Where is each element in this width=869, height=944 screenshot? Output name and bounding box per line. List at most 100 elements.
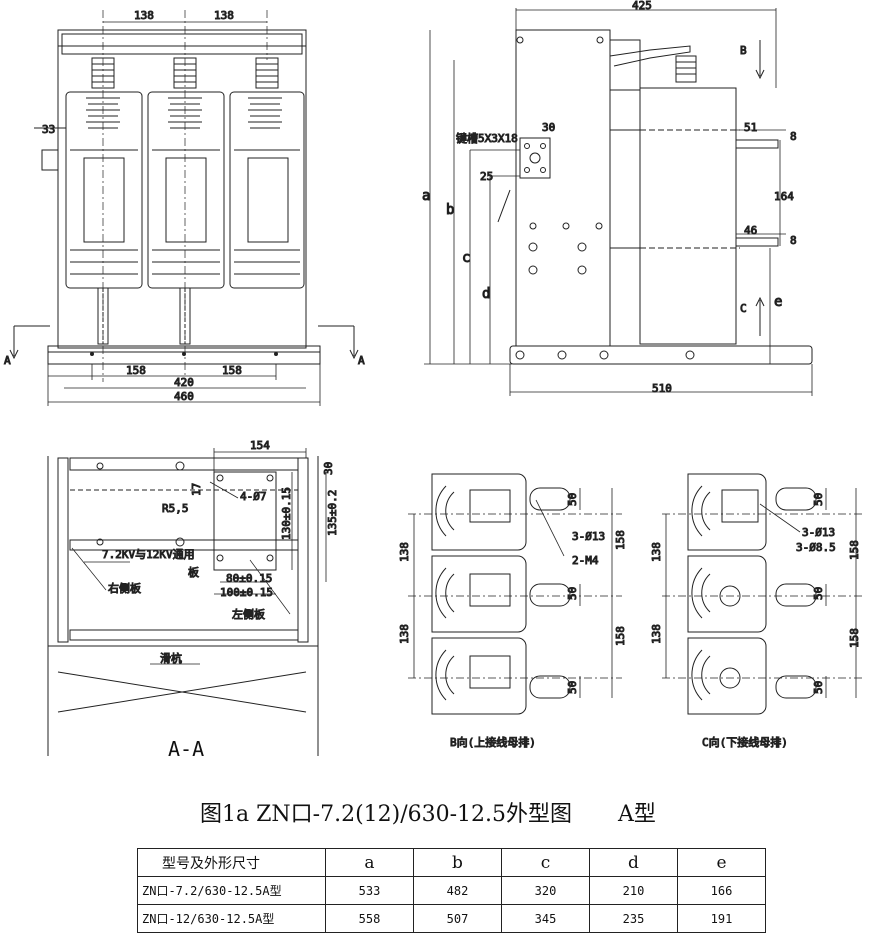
view-c-title: C向(下接线母排) — [702, 735, 788, 749]
table-cell: 210 — [589, 876, 678, 905]
front-centre-lines — [102, 10, 268, 382]
aa-dim-17: 17 — [190, 483, 203, 496]
side-dim-46: 46 — [744, 224, 757, 237]
table-cell: 345 — [501, 904, 590, 933]
front-dim-33: 33 — [42, 123, 55, 136]
front-view: 138 138 33 158 158 420 460 A A — [4, 9, 366, 406]
side-dim-425: 425 — [632, 0, 652, 12]
view-b-dim-158a: 158 — [614, 530, 627, 550]
section-aa-view: 154 30 135±0.2 130±0.15 80±0.15 100±0.15… — [47, 439, 340, 761]
table-header: a — [325, 848, 414, 877]
caption-main: 图1a ZN口-7.2(12)/630-12.5外型图 — [200, 802, 573, 827]
aa-dim-154: 154 — [250, 439, 270, 452]
table-header: c — [501, 848, 590, 877]
view-c-dim-50a: 50 — [812, 493, 825, 506]
front-insulators — [86, 91, 282, 129]
view-b-dim-158b: 158 — [614, 626, 627, 646]
view-b-dim-50b: 50 — [566, 587, 579, 600]
aa-label-holes: 4-Ø7 — [240, 490, 267, 503]
aa-label-ban: 板 — [188, 565, 199, 579]
side-view-b: B — [740, 44, 747, 57]
view-b-dim-50a: 50 — [566, 493, 579, 506]
front-dim-158-left: 158 — [126, 364, 146, 377]
view-b-dimensions — [413, 488, 613, 698]
table-cell: 507 — [413, 904, 502, 933]
side-dim-8b: 8 — [790, 234, 797, 247]
caption-type: A型 — [618, 802, 656, 827]
front-push-rods — [97, 287, 191, 345]
side-dim-25: 25 — [480, 170, 493, 183]
view-b-centre-lines — [408, 513, 622, 679]
view-c-dim-138b: 138 — [650, 624, 663, 644]
table-header: 型号及外形尺寸 — [137, 848, 326, 877]
front-interrupters — [70, 149, 300, 275]
table-row: ZN口-7.2/630-12.5A型 533 482 320 210 166 — [137, 876, 766, 905]
table-cell: 235 — [589, 904, 678, 933]
side-dim-510: 510 — [652, 382, 672, 395]
side-base-bolts — [515, 350, 695, 360]
aa-dim-100: 100±0.15 — [220, 586, 273, 599]
front-dim-138-left: 138 — [134, 9, 154, 22]
table-cell: 533 — [325, 876, 414, 905]
view-c-dim-158b: 158 — [848, 628, 861, 648]
front-section-A-left: A — [4, 354, 11, 367]
front-dim-420: 420 — [174, 376, 194, 389]
table-header: d — [589, 848, 678, 877]
view-b-dim-138a: 138 — [398, 542, 411, 562]
aa-title: A-A — [168, 737, 204, 761]
side-dimensions — [424, 8, 813, 396]
technical-drawing: 138 138 33 158 158 420 460 A A — [4, 0, 862, 761]
view-b-label-holes: 3-Ø13 — [572, 530, 605, 543]
table-cell: 191 — [677, 904, 766, 933]
view-c-dim-50c: 50 — [812, 681, 825, 694]
view-c-dim-50b: 50 — [812, 587, 825, 600]
view-c: 138 138 158 158 50 50 50 3-Ø13 3-Ø8.5 C向… — [650, 473, 862, 750]
side-dim-30: 30 — [542, 121, 555, 134]
aa-label-left-plate: 左侧板 — [232, 607, 265, 621]
table-header: b — [413, 848, 502, 877]
view-c-label-holes: 3-Ø13 — [802, 526, 835, 539]
view-c-bars — [687, 473, 817, 715]
view-c-label-holes2: 3-Ø8.5 — [796, 541, 836, 554]
side-letter-d: d — [482, 286, 490, 302]
front-section-markers — [9, 325, 359, 360]
table-row: ZN口-12/630-12.5A型 558 507 345 235 191 — [137, 904, 766, 933]
aa-label-r55: R5,5 — [162, 502, 189, 515]
side-view-c: C — [740, 302, 747, 315]
aa-label-kv: 7.2KV与12KV通用 — [102, 548, 195, 561]
figure-caption: 图1a ZN口-7.2(12)/630-12.5外型图 A型 — [200, 796, 656, 828]
view-b-dim-138b: 138 — [398, 624, 411, 644]
view-b-label-m4: 2-M4 — [572, 554, 599, 567]
side-letter-e: e — [774, 294, 782, 310]
aa-dimensions — [209, 448, 327, 595]
side-view: 425 510 51 8 164 46 8 30 25 键槽5X3X18 a b… — [422, 0, 813, 396]
aa-dim-80: 80±0.15 — [226, 572, 272, 585]
side-panel-holes — [516, 36, 604, 275]
aa-label-right-plate: 右侧板 — [108, 581, 141, 595]
table-header: e — [677, 848, 766, 877]
view-b-title: B向(上接线母排) — [450, 735, 536, 749]
side-letter-c: c — [462, 250, 470, 266]
front-dimensions — [47, 21, 321, 406]
front-base-bolts — [90, 352, 278, 356]
view-b-dim-50c: 50 — [566, 681, 579, 694]
front-dim-138-right: 138 — [214, 9, 234, 22]
side-letter-a: a — [422, 188, 430, 204]
side-letter-b: b — [446, 202, 454, 218]
aa-leaders — [71, 547, 291, 665]
front-dim-460: 460 — [174, 390, 194, 403]
table-cell: ZN口-12/630-12.5A型 — [137, 904, 326, 933]
front-dim-158-right: 158 — [222, 364, 242, 377]
table-header-row: 型号及外形尺寸 a b c d e — [137, 848, 766, 877]
table-cell: 482 — [413, 876, 502, 905]
aa-dim-30: 30 — [322, 462, 335, 475]
aa-mount-holes — [96, 461, 274, 562]
view-c-dim-138a: 138 — [650, 542, 663, 562]
side-dim-8a: 8 — [790, 130, 797, 143]
aa-dim-135: 135±0.2 — [326, 490, 339, 536]
view-c-centre-lines — [662, 513, 862, 679]
table-cell: 166 — [677, 876, 766, 905]
side-dim-164: 164 — [774, 190, 794, 203]
side-keyway-label: 键槽5X3X18 — [456, 131, 518, 145]
dimension-table: 型号及外形尺寸 a b c d e ZN口-7.2/630-12.5A型 533… — [137, 848, 766, 933]
